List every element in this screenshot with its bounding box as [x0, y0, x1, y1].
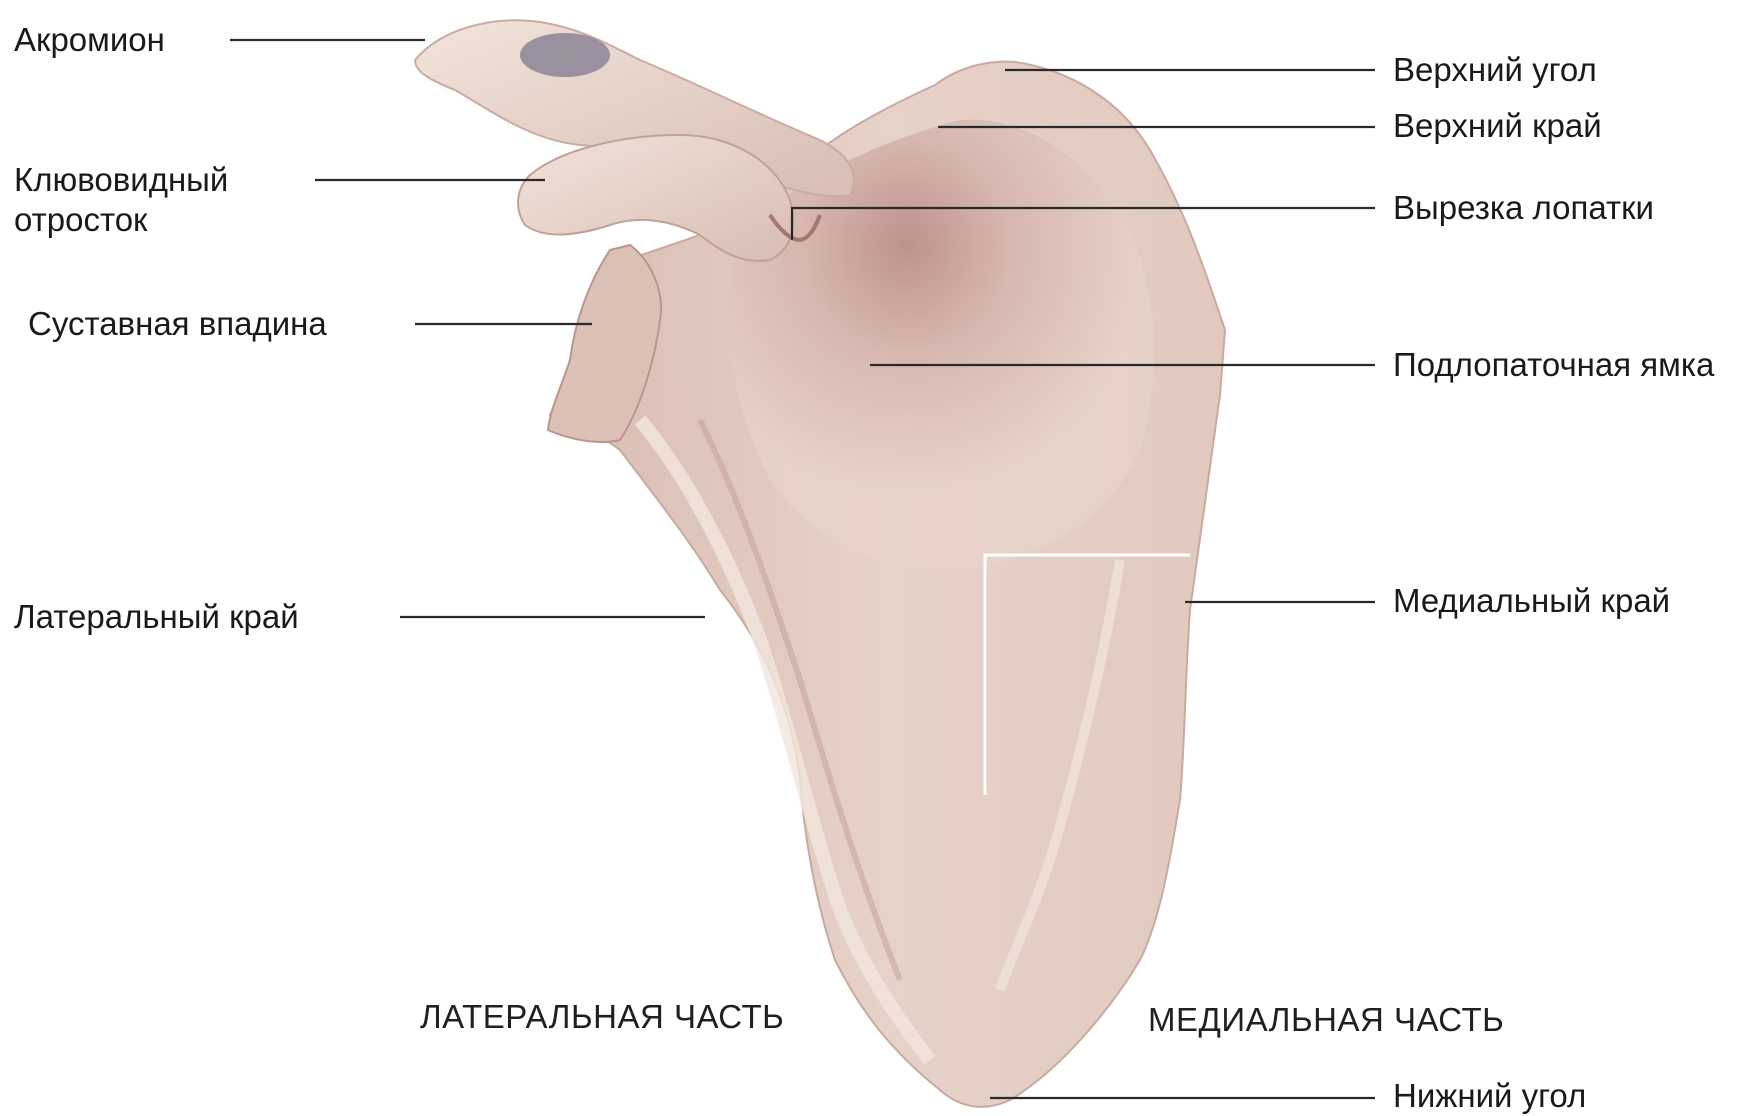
label-scapular-notch: Вырезка лопатки — [1393, 188, 1654, 228]
label-coracoid-line2: отросток — [14, 200, 147, 240]
caption-lateral-part: ЛАТЕРАЛЬНАЯ ЧАСТЬ — [420, 997, 784, 1037]
label-medial-border: Медиальный край — [1393, 581, 1670, 621]
acromion-cartilage — [520, 33, 610, 77]
label-superior-angle: Верхний угол — [1393, 50, 1597, 90]
coracoid-process — [518, 135, 793, 261]
label-coracoid-line1: Клювовидный — [14, 160, 228, 200]
label-superior-border: Верхний край — [1393, 106, 1602, 146]
label-glenoid: Суставная впадина — [28, 304, 327, 344]
label-lateral-border: Латеральный край — [14, 597, 299, 637]
label-subscapular-fossa: Подлопаточная ямка — [1393, 345, 1714, 385]
label-acromion: Акромион — [14, 20, 165, 60]
label-inferior-angle: Нижний угол — [1393, 1076, 1586, 1116]
caption-medial-part: МЕДИАЛЬНАЯ ЧАСТЬ — [1148, 1000, 1504, 1040]
